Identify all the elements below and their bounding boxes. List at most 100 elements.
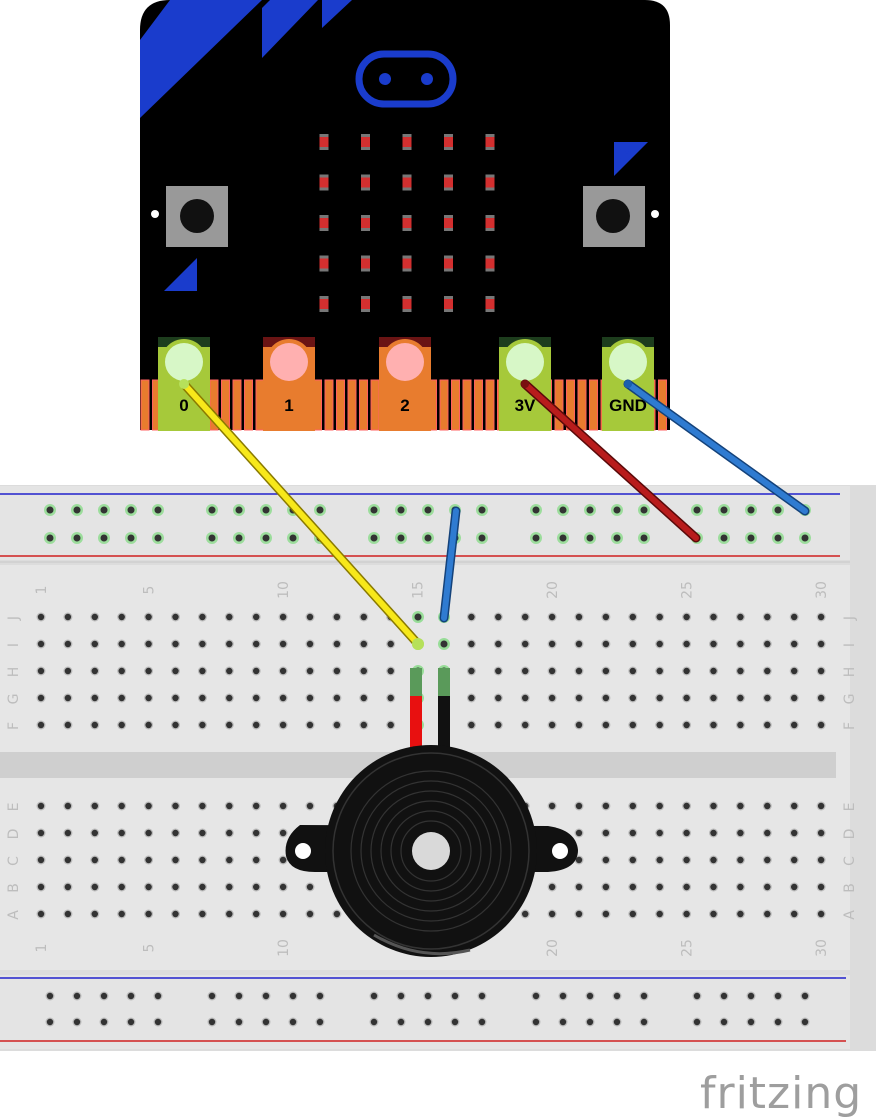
breadboard-hole[interactable]	[639, 991, 649, 1001]
breadboard-hole[interactable]	[574, 666, 584, 676]
breadboard-hole[interactable]	[585, 991, 595, 1001]
breadboard-hole[interactable]	[558, 1017, 568, 1027]
breadboard-hole[interactable]	[233, 504, 245, 516]
breadboard-hole[interactable]	[735, 909, 745, 919]
breadboard-hole[interactable]	[197, 801, 207, 811]
breadboard-hole[interactable]	[547, 612, 557, 622]
breadboard-hole[interactable]	[816, 639, 826, 649]
breadboard-hole[interactable]	[601, 720, 611, 730]
breadboard-hole[interactable]	[691, 504, 703, 516]
breadboard-hole[interactable]	[207, 1017, 217, 1027]
breadboard-hole[interactable]	[117, 909, 127, 919]
breadboard-hole[interactable]	[584, 532, 596, 544]
breadboard-hole[interactable]	[601, 693, 611, 703]
breadboard-hole[interactable]	[332, 693, 342, 703]
breadboard-hole[interactable]	[36, 720, 46, 730]
breadboard-hole[interactable]	[574, 720, 584, 730]
breadboard-hole[interactable]	[206, 504, 218, 516]
breadboard-hole[interactable]	[574, 612, 584, 622]
breadboard-hole[interactable]	[655, 666, 665, 676]
breadboard-hole[interactable]	[99, 991, 109, 1001]
breadboard-hole[interactable]	[71, 532, 83, 544]
breadboard-hole[interactable]	[789, 693, 799, 703]
breadboard-hole[interactable]	[99, 1017, 109, 1027]
breadboard-hole[interactable]	[574, 801, 584, 811]
breadboard-hole[interactable]	[278, 801, 288, 811]
breadboard-hole[interactable]	[359, 720, 369, 730]
breadboard-hole[interactable]	[171, 612, 180, 622]
breadboard-hole[interactable]	[90, 612, 100, 622]
breadboard-hole[interactable]	[466, 720, 476, 730]
breadboard-hole[interactable]	[144, 801, 154, 811]
breadboard-hole[interactable]	[359, 612, 369, 622]
breadboard-hole[interactable]	[789, 639, 799, 649]
breadboard-hole[interactable]	[144, 639, 154, 649]
breadboard-hole[interactable]	[682, 828, 692, 838]
breadboard-hole[interactable]	[63, 720, 73, 730]
breadboard-hole[interactable]	[816, 693, 826, 703]
breadboard-hole[interactable]	[224, 639, 234, 649]
breadboard-hole[interactable]	[735, 882, 745, 892]
breadboard-hole[interactable]	[197, 612, 207, 622]
breadboard-hole[interactable]	[692, 1017, 702, 1027]
breadboard-hole[interactable]	[557, 532, 569, 544]
breadboard-hole[interactable]	[315, 1017, 325, 1027]
breadboard-hole[interactable]	[789, 855, 799, 865]
breadboard-hole[interactable]	[251, 828, 261, 838]
breadboard-hole[interactable]	[476, 532, 488, 544]
breadboard-hole[interactable]	[369, 1017, 379, 1027]
breadboard-hole[interactable]	[800, 1017, 810, 1027]
breadboard-hole[interactable]	[305, 666, 315, 676]
breadboard-hole[interactable]	[709, 909, 718, 919]
breadboard-hole[interactable]	[171, 828, 180, 838]
breadboard-hole[interactable]	[369, 991, 379, 1001]
breadboard-hole[interactable]	[332, 909, 342, 919]
breadboard-hole[interactable]	[628, 666, 638, 676]
breadboard-hole[interactable]	[816, 882, 826, 892]
breadboard-hole[interactable]	[601, 666, 611, 676]
breadboard-hole[interactable]	[520, 720, 530, 730]
breadboard-hole[interactable]	[90, 693, 100, 703]
breadboard-hole[interactable]	[772, 532, 784, 544]
breadboard-hole[interactable]	[531, 1017, 541, 1027]
breadboard-hole[interactable]	[207, 991, 217, 1001]
breadboard-hole[interactable]	[144, 909, 154, 919]
breadboard-hole[interactable]	[117, 882, 127, 892]
breadboard-hole[interactable]	[278, 828, 288, 838]
breadboard-hole[interactable]	[234, 1017, 244, 1027]
breadboard-hole[interactable]	[197, 882, 207, 892]
breadboard-hole[interactable]	[547, 639, 557, 649]
breadboard-hole[interactable]	[709, 612, 718, 622]
breadboard-hole[interactable]	[251, 612, 261, 622]
breadboard-hole[interactable]	[90, 882, 100, 892]
breadboard-hole[interactable]	[278, 693, 288, 703]
breadboard-hole[interactable]	[117, 828, 127, 838]
breadboard-hole[interactable]	[305, 882, 315, 892]
breadboard-hole[interactable]	[197, 720, 207, 730]
breadboard-hole[interactable]	[762, 666, 772, 676]
breadboard-hole[interactable]	[63, 693, 73, 703]
breadboard-hole[interactable]	[520, 909, 530, 919]
breadboard-hole[interactable]	[63, 666, 73, 676]
breadboard-hole[interactable]	[450, 1017, 460, 1027]
breadboard-hole[interactable]	[251, 801, 261, 811]
breadboard-hole[interactable]	[260, 504, 272, 516]
breadboard-hole[interactable]	[493, 666, 503, 676]
breadboard-hole[interactable]	[601, 855, 611, 865]
breadboard-hole[interactable]	[493, 720, 503, 730]
breadboard-hole[interactable]	[36, 693, 46, 703]
breadboard-hole[interactable]	[144, 612, 154, 622]
breadboard-hole[interactable]	[682, 639, 692, 649]
breadboard-hole[interactable]	[359, 693, 369, 703]
breadboard-hole[interactable]	[63, 909, 73, 919]
breadboard-hole[interactable]	[197, 666, 207, 676]
breadboard-hole[interactable]	[98, 504, 110, 516]
breadboard-hole[interactable]	[386, 666, 396, 676]
breadboard-hole[interactable]	[466, 612, 476, 622]
breadboard-hole[interactable]	[547, 666, 557, 676]
breadboard-hole[interactable]	[520, 666, 530, 676]
breadboard-hole[interactable]	[574, 855, 584, 865]
breadboard-hole[interactable]	[278, 612, 288, 622]
breadboard-hole[interactable]	[125, 532, 137, 544]
breadboard-hole[interactable]	[789, 828, 799, 838]
